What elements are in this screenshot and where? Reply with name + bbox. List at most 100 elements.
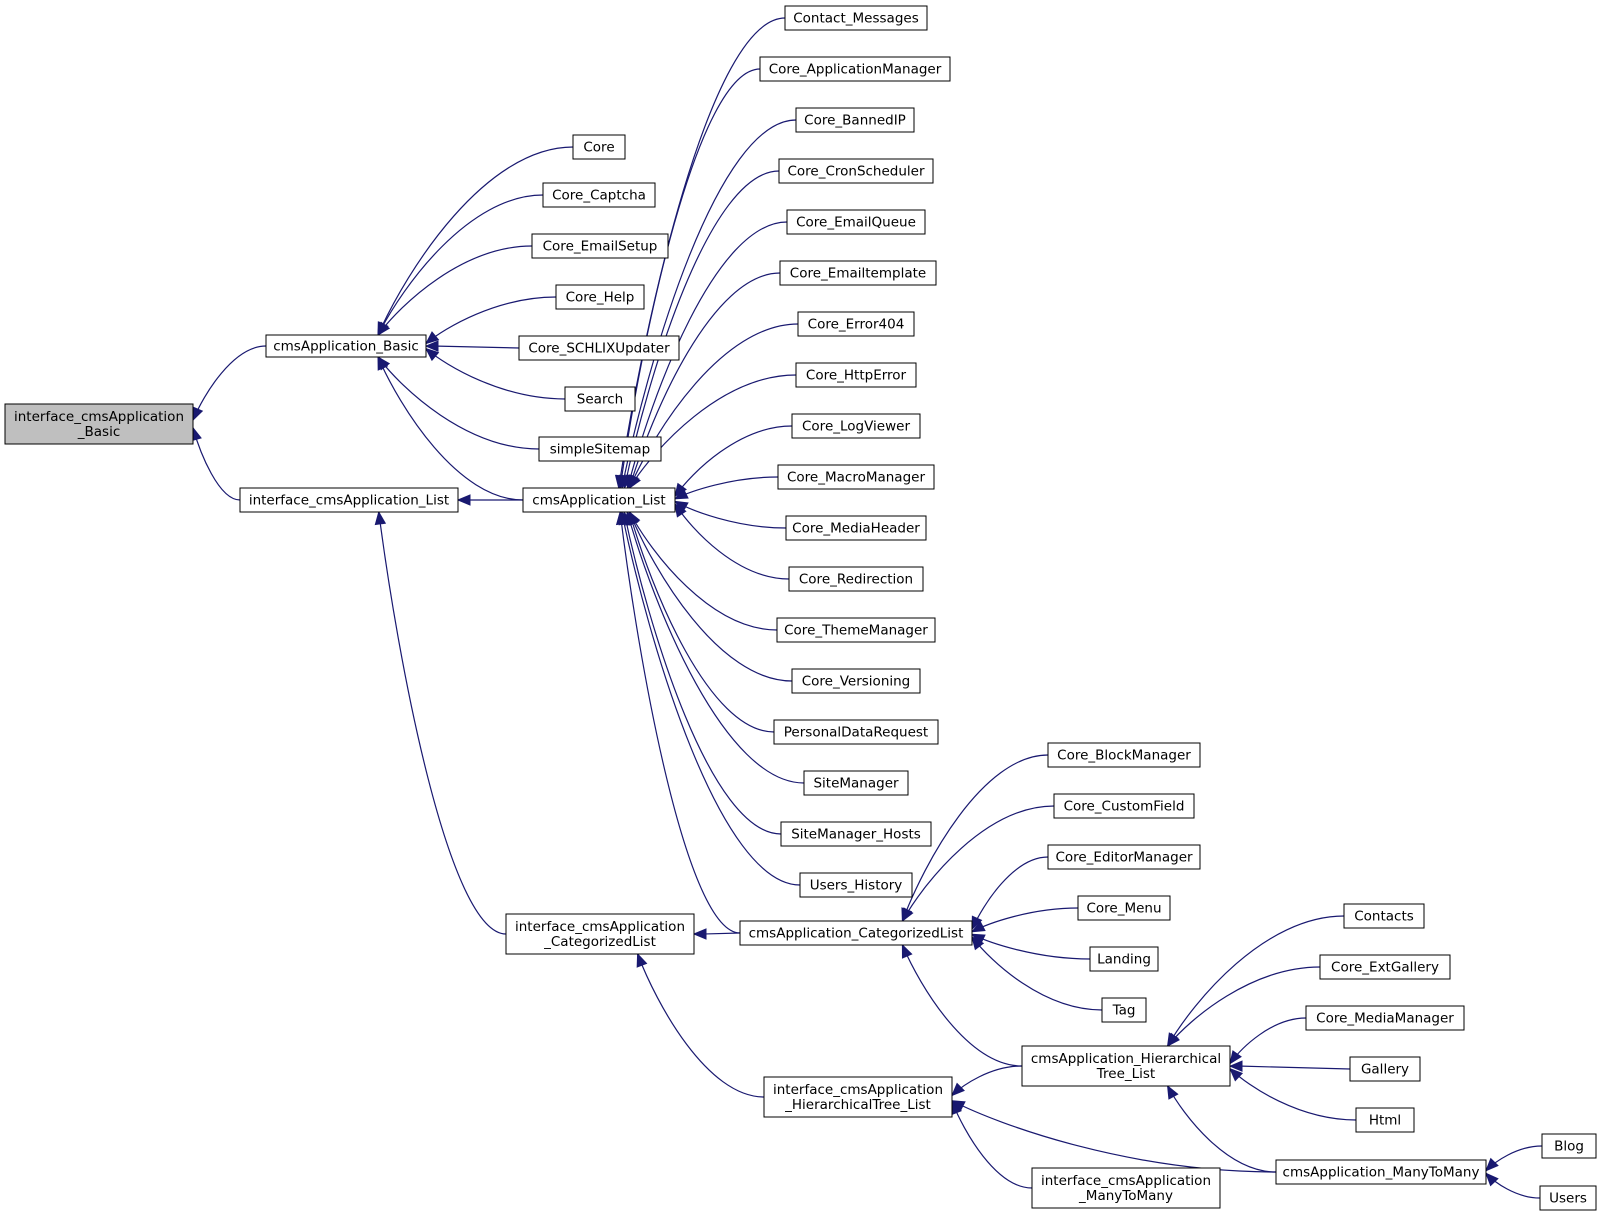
class-box: [799, 872, 913, 898]
class-node-personal[interactable]: PersonalDataRequest: [773, 719, 939, 745]
class-node-err404[interactable]: Core_Error404: [797, 311, 915, 337]
class-box: [791, 413, 921, 439]
class-node-editormgr[interactable]: Core_EditorManager: [1047, 844, 1201, 870]
class-box: [1077, 895, 1171, 921]
class-node-mtm[interactable]: cmsApplication_ManyToMany: [1275, 1159, 1487, 1185]
class-label: Core_ExtGallery: [1331, 960, 1439, 976]
class-node-macromgr[interactable]: Core_MacroManager: [777, 464, 935, 490]
edges-layer: [190, 17, 1543, 1199]
class-node-bannedip[interactable]: Core_BannedIP: [795, 107, 915, 133]
class-label: SiteManager_Hosts: [791, 827, 921, 843]
class-node-core[interactable]: Core: [572, 134, 626, 160]
edge-redirect-to-list: [674, 503, 790, 580]
class-label: Core_SCHLIXUpdater: [528, 341, 670, 357]
class-box: [265, 334, 427, 358]
class-node-sitemap[interactable]: simpleSitemap: [538, 436, 662, 462]
class-label: simpleSitemap: [550, 442, 650, 458]
nodes-layer: interface_cmsApplication_Basic cmsApplica…: [4, 5, 1597, 1211]
class-node-landing[interactable]: Landing: [1089, 946, 1159, 972]
class-box: [538, 436, 662, 462]
class-node-icat[interactable]: interface_cmsApplication_CategorizedList: [505, 913, 695, 955]
class-label: Gallery: [1361, 1062, 1409, 1078]
class-label: Html: [1369, 1113, 1401, 1129]
class-label: Contacts: [1354, 909, 1414, 925]
class-node-cat[interactable]: cmsApplication_CategorizedList: [739, 920, 973, 946]
class-box: [1047, 742, 1201, 768]
class-node-sitemgr[interactable]: SiteManager: [803, 770, 909, 796]
class-node-schlix[interactable]: Core_SCHLIXUpdater: [518, 335, 680, 361]
class-node-menu[interactable]: Core_Menu: [1077, 895, 1171, 921]
arrowhead-mtm-to-ihier: [950, 1100, 966, 1112]
class-node-logviewer[interactable]: Core_LogViewer: [791, 413, 921, 439]
class-node-ihier[interactable]: interface_cmsApplication_HierarchicalTre…: [763, 1076, 953, 1118]
class-label: Core_Versioning: [802, 674, 911, 690]
arrowhead-menu-to-cat: [970, 920, 986, 933]
arrowhead-icat-to-ilist: [374, 510, 387, 526]
edge-httperr-to-list: [628, 374, 797, 489]
class-node-emailqueue[interactable]: Core_EmailQueue: [786, 209, 926, 235]
class-label: interface_cmsApplication: [515, 919, 685, 935]
class-node-appmgr[interactable]: Core_ApplicationManager: [759, 56, 951, 82]
class-box: [795, 362, 917, 388]
class-box: [779, 260, 937, 286]
class-node-contacts[interactable]: Contacts: [1343, 903, 1425, 929]
class-label: Core_ThemeManager: [784, 623, 928, 639]
class-node-mediahdr[interactable]: Core_MediaHeader: [785, 515, 927, 541]
class-node-extgallery[interactable]: Core_ExtGallery: [1319, 954, 1451, 980]
class-node-list[interactable]: cmsApplication_List: [522, 487, 676, 513]
class-node-sitehosts[interactable]: SiteManager_Hosts: [780, 821, 932, 847]
arrowhead-mediamgr-to-hier: [1229, 1050, 1242, 1065]
class-box: [773, 719, 939, 745]
edge-sitehosts-to-list: [623, 511, 782, 835]
class-node-httperr[interactable]: Core_HttpError: [795, 362, 917, 388]
class-box: [739, 920, 973, 946]
class-node-mediamgr[interactable]: Core_MediaManager: [1305, 1005, 1465, 1031]
class-node-html[interactable]: Html: [1355, 1107, 1415, 1133]
class-node-tag[interactable]: Tag: [1101, 997, 1147, 1023]
edge-list-to-basic: [377, 356, 524, 501]
class-node-blockmgr[interactable]: Core_BlockManager: [1047, 742, 1201, 768]
class-node-thememgr[interactable]: Core_ThemeManager: [776, 617, 936, 643]
edge-emailsetup-to-basic: [377, 245, 533, 336]
class-node-search[interactable]: Search: [564, 386, 636, 412]
class-node-imtm[interactable]: interface_cmsApplication_ManyToMany: [1031, 1167, 1221, 1209]
class-box: [785, 515, 927, 541]
class-node-customfield[interactable]: Core_CustomField: [1053, 793, 1195, 819]
class-node-captcha[interactable]: Core_Captcha: [542, 182, 656, 208]
class-node-versioning[interactable]: Core_Versioning: [791, 668, 921, 694]
class-node-basic[interactable]: cmsApplication_Basic: [265, 334, 427, 358]
arrowhead-hier-to-cat: [901, 943, 913, 959]
class-node-ilist[interactable]: interface_cmsApplication_List: [239, 487, 459, 513]
class-label: Tag: [1112, 1003, 1136, 1019]
class-node-users[interactable]: Users: [1539, 1185, 1597, 1211]
class-node-gallery[interactable]: Gallery: [1349, 1056, 1421, 1082]
arrowhead-mtm-to-hier: [1166, 1084, 1179, 1100]
class-box: [778, 158, 934, 184]
class-node-cron[interactable]: Core_CronScheduler: [778, 158, 934, 184]
edge-menu-to-cat: [971, 907, 1079, 933]
class-box: [555, 284, 645, 310]
edge-captcha-to-basic: [377, 194, 544, 336]
class-label: Contact_Messages: [793, 11, 918, 27]
class-label: Blog: [1554, 1139, 1584, 1155]
class-node-emailtpl[interactable]: Core_Emailtemplate: [779, 260, 937, 286]
class-node-usershist[interactable]: Users_History: [799, 872, 913, 898]
edge-extgallery-to-hier: [1167, 966, 1321, 1047]
class-node-hier[interactable]: cmsApplication_HierarchicalTree_List: [1021, 1045, 1231, 1087]
edge-mediahdr-to-list: [674, 500, 787, 529]
class-box: [791, 668, 921, 694]
arrowhead-macromgr-to-list: [673, 488, 689, 500]
arrowhead-cat-to-list: [615, 510, 628, 526]
class-node-blog[interactable]: Blog: [1541, 1133, 1597, 1159]
arrowhead-help-to-basic: [425, 331, 440, 345]
class-node-emailsetup[interactable]: Core_EmailSetup: [531, 233, 669, 259]
class-label: interface_cmsApplication: [14, 409, 184, 425]
class-node-help[interactable]: Core_Help: [555, 284, 645, 310]
class-label: Tree_List: [1096, 1066, 1155, 1082]
class-node-root[interactable]: interface_cmsApplication_Basic: [4, 403, 194, 445]
class-box: [1541, 1133, 1597, 1159]
class-node-contact[interactable]: Contact_Messages: [784, 5, 928, 31]
class-label: interface_cmsApplication: [773, 1082, 943, 1098]
arrowhead-redirect-to-list: [674, 502, 687, 518]
class-node-redirect[interactable]: Core_Redirection: [788, 566, 924, 592]
